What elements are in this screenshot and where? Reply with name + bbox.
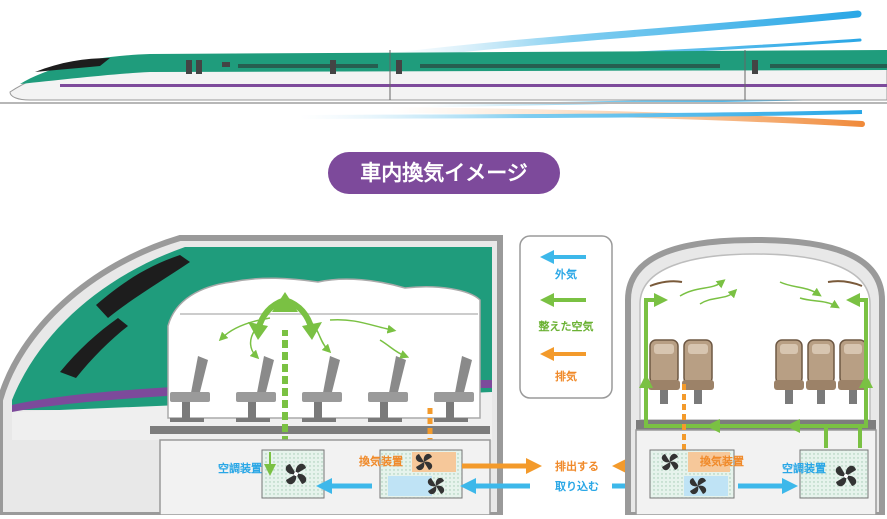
ventilation-unit-label: 換気装置 xyxy=(359,454,403,468)
side-cutaway-car: 空調装置 換気装置 xyxy=(0,235,503,518)
fan-icon xyxy=(661,453,679,471)
fan-icon xyxy=(689,477,707,495)
seat xyxy=(434,356,474,422)
ventilation-unit: 換気装置 xyxy=(359,449,463,499)
cross-section-car: 換気装置 空調装置 xyxy=(625,236,885,518)
legend-item-exhaust: 排気 xyxy=(540,347,586,383)
seat-triple-right xyxy=(774,339,868,404)
ac-unit: 空調装置 xyxy=(218,449,325,499)
seat xyxy=(170,356,210,422)
ventilation-unit-right: 換気装置 xyxy=(649,449,744,499)
ac-unit-right-label: 空調装置 xyxy=(782,461,826,475)
fan-icon xyxy=(427,477,445,495)
legend-label-conditioned-air: 整えた空気 xyxy=(538,319,594,333)
exhaust-out-label: 排出する xyxy=(555,459,599,473)
floor-beam xyxy=(150,426,490,434)
legend-item-outside-air: 外気 xyxy=(540,250,586,281)
seat-pair-left xyxy=(648,339,714,404)
seat-row xyxy=(170,356,474,422)
ac-unit-label: 空調装置 xyxy=(218,461,262,475)
train-side-illustration xyxy=(0,10,887,127)
seat xyxy=(682,339,714,404)
legend-item-conditioned-air: 整えた空気 xyxy=(538,293,594,333)
take-in-label: 取り込む xyxy=(555,479,599,493)
ventilation-unit-right-label: 換気装置 xyxy=(700,454,744,468)
title-badge: 車内換気イメージ xyxy=(328,152,560,194)
fan-icon xyxy=(415,453,433,471)
legend-label-outside-air: 外気 xyxy=(554,267,577,281)
legend: 外気 整えた空気 排気 xyxy=(519,235,613,399)
cabin-airflow xyxy=(679,279,840,309)
fan-icon xyxy=(835,465,857,487)
legend-label-exhaust: 排気 xyxy=(555,369,577,383)
seat xyxy=(368,356,408,422)
seat xyxy=(806,339,836,404)
seat xyxy=(236,356,276,422)
page-title: 車内換気イメージ xyxy=(360,161,528,185)
ac-unit-right: 空調装置 xyxy=(782,449,869,499)
seat xyxy=(774,339,804,404)
fan-icon xyxy=(285,463,307,485)
seat xyxy=(648,339,680,404)
seat xyxy=(302,356,342,422)
